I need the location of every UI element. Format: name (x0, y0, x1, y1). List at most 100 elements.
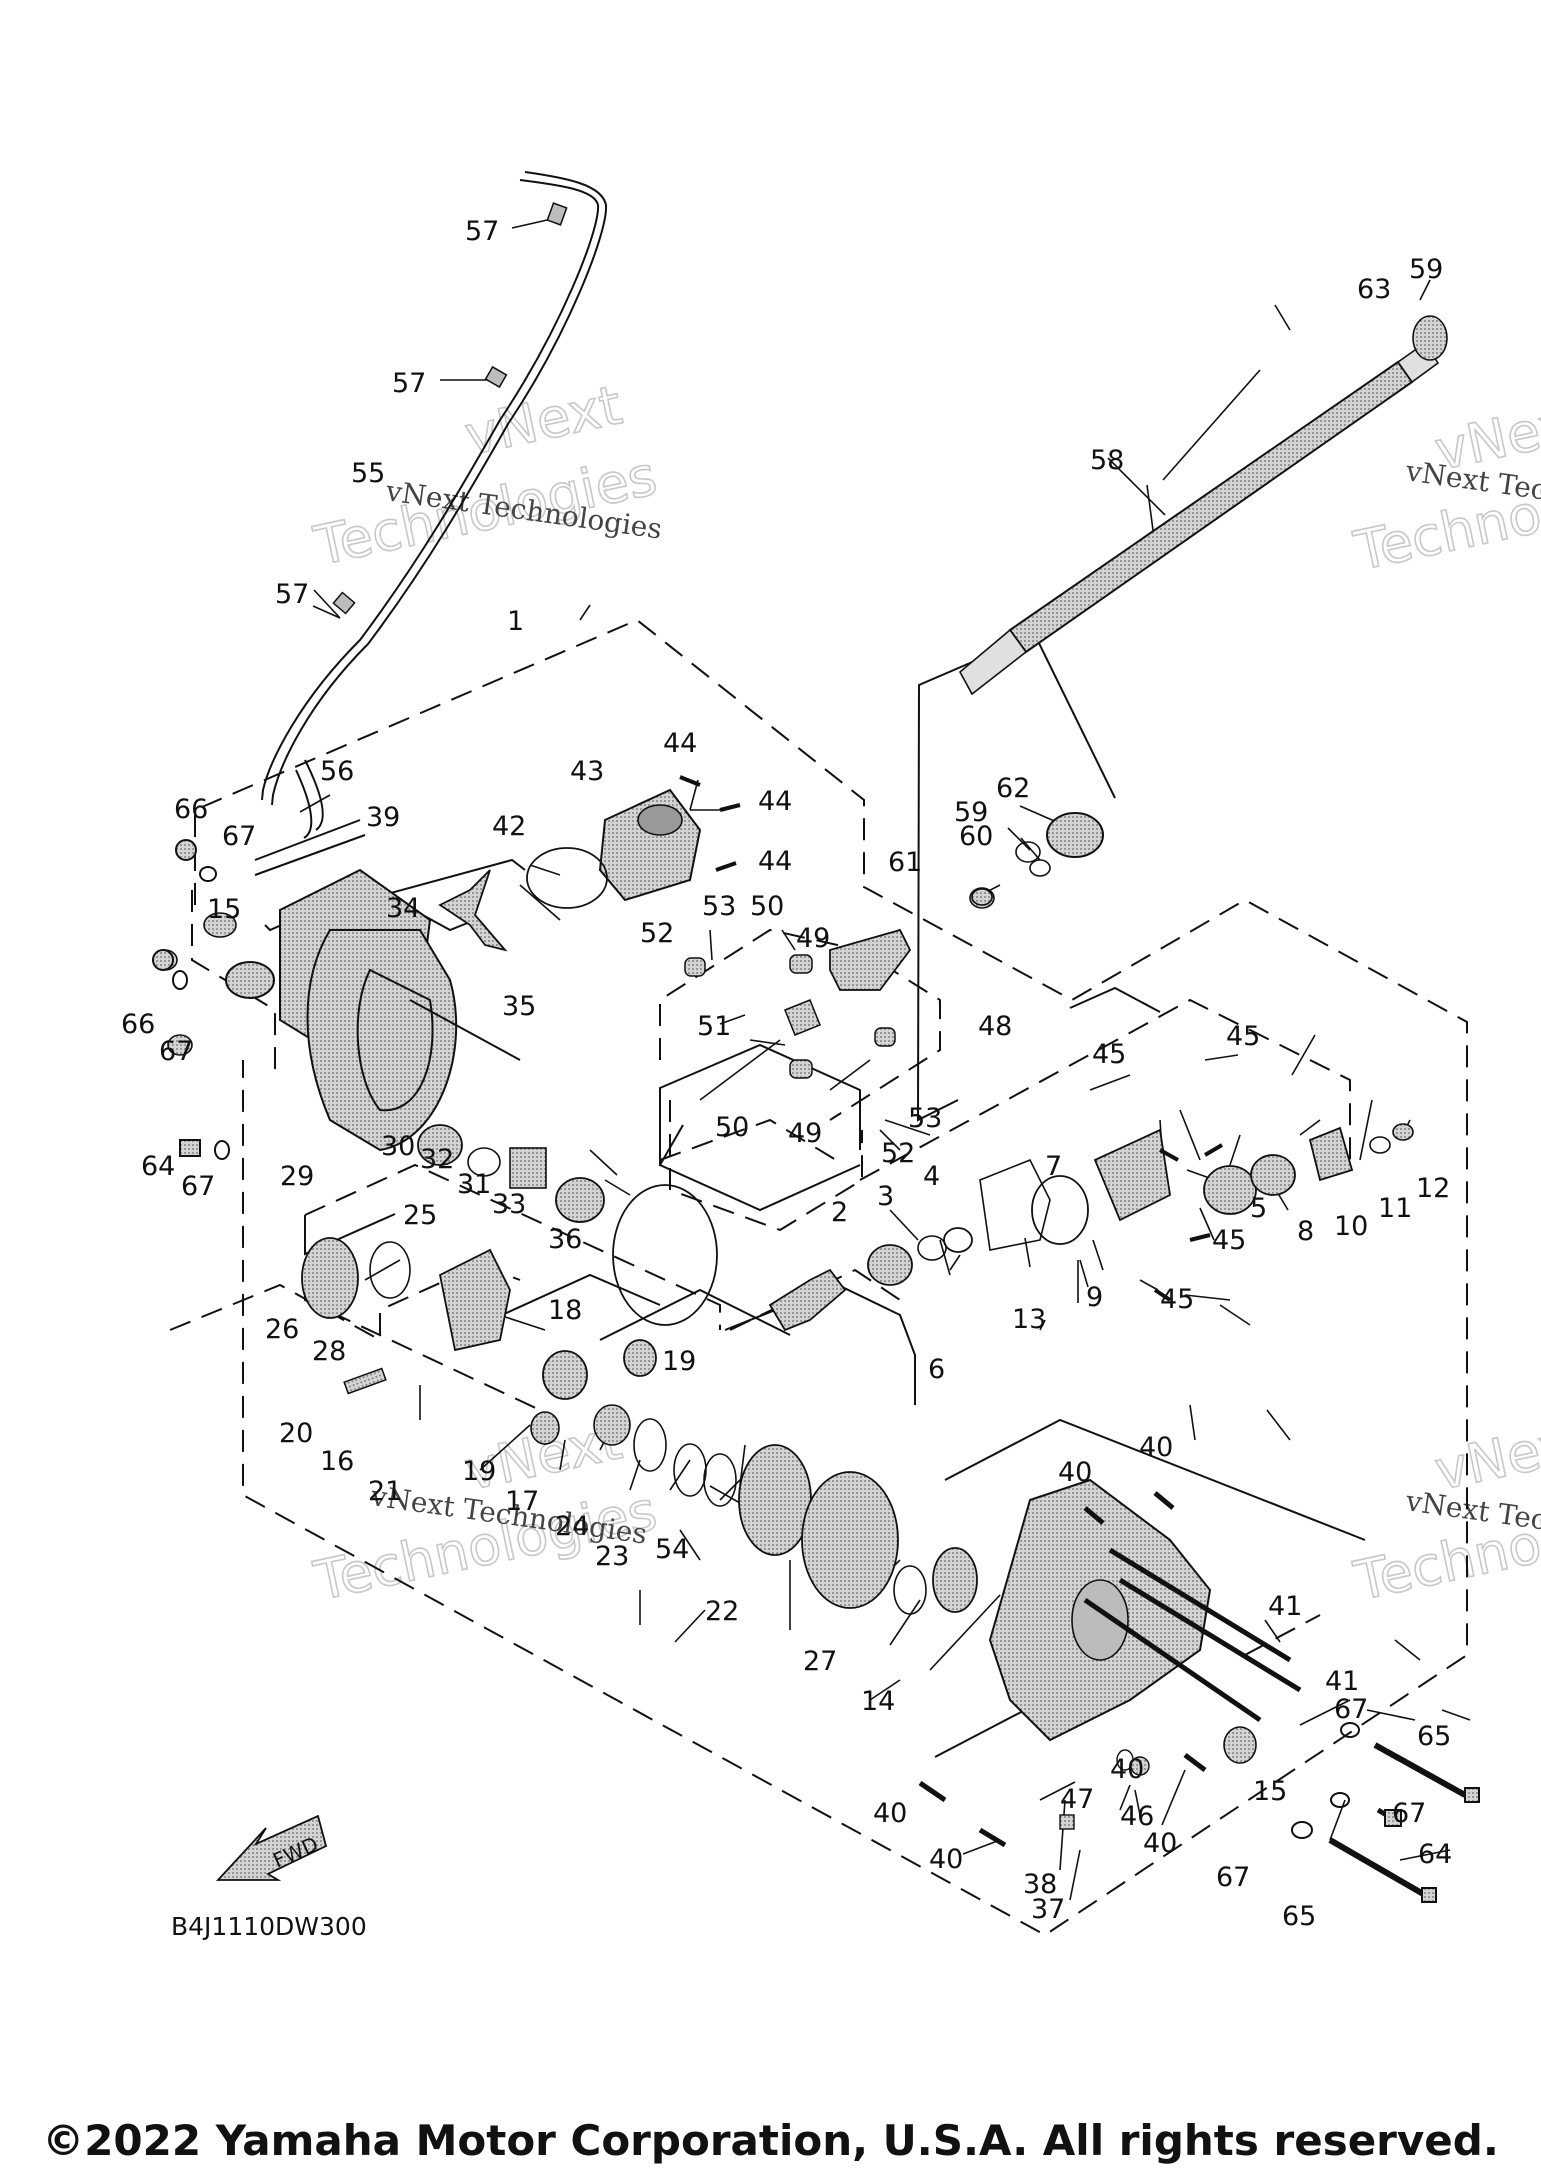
part-callout: 9 (1086, 1282, 1103, 1313)
part-callout: 42 (492, 811, 526, 842)
front-housing (152, 868, 458, 1152)
shift-fork (409, 869, 521, 1061)
fork-group-line (364, 858, 526, 901)
part-callout: 6 (928, 1354, 945, 1385)
spider-link-line (658, 1124, 861, 1212)
hose-clamps (332, 202, 568, 615)
part-callout: 56 (320, 756, 354, 787)
part-callout: 29 (280, 1161, 314, 1192)
spider-outline (669, 1100, 863, 1232)
part-callout: 35 (502, 991, 536, 1022)
part-callout: 31 (457, 1169, 491, 1200)
part-callout: 3 (877, 1181, 894, 1212)
leader-line (254, 819, 361, 861)
part-callout: 2 (831, 1197, 848, 1228)
part-callout: 48 (978, 1011, 1012, 1042)
part-callout: 14 (861, 1686, 895, 1717)
part-callout: 15 (1253, 1776, 1287, 1807)
outer-assembly-outline (194, 618, 1468, 1937)
part-callout: 57 (392, 368, 426, 399)
part-callout: 25 (403, 1200, 437, 1231)
part-callout: 66 (121, 1009, 155, 1040)
part-callout: 57 (275, 579, 309, 610)
part-callout: 67 (181, 1171, 215, 1202)
part-callout: 40 (1110, 1754, 1144, 1785)
part-callout: 21 (368, 1476, 402, 1507)
part-callout: 63 (1357, 274, 1391, 305)
bolts (152, 775, 1480, 1903)
part-callout: 1 (507, 606, 524, 637)
part-callout: 8 (1297, 1216, 1314, 1247)
part-callout: 10 (1334, 1211, 1368, 1242)
part-callout: 17 (505, 1486, 539, 1517)
part-callout: 5 (1250, 1193, 1267, 1224)
part-callout: 53 (908, 1103, 942, 1134)
part-callout: 59 (1409, 254, 1443, 285)
part-callout: 67 (159, 1036, 193, 1067)
part-callout: 45 (1226, 1021, 1260, 1052)
part-callout: 40 (929, 1844, 963, 1875)
part-callout: 54 (655, 1534, 689, 1565)
pinion-cover-link-line (1069, 986, 1161, 1013)
breather-hose (261, 171, 608, 839)
part-callout: 49 (796, 923, 830, 954)
copyright-notice: ©2022 Yamaha Motor Corporation, U.S.A. A… (42, 2116, 1499, 2165)
yoke-group-line (659, 1043, 861, 1165)
leader-lines (299, 217, 1471, 1901)
differential-line (599, 1288, 791, 1341)
part-callout: 30 (381, 1131, 415, 1162)
part-callout: 45 (1092, 1039, 1126, 1070)
part-callout: 45 (1212, 1225, 1246, 1256)
part-callout: 4 (923, 1161, 940, 1192)
part-callout: 49 (788, 1118, 822, 1149)
part-callout: 53 (702, 891, 736, 922)
part-callout: 41 (1325, 1666, 1359, 1697)
part-callout: 16 (320, 1446, 354, 1477)
part-callout: 60 (959, 821, 993, 852)
part-callout: 37 (1031, 1894, 1065, 1925)
part-callout: 51 (697, 1011, 731, 1042)
part-callout: 47 (1060, 1784, 1094, 1815)
part-callout: 33 (492, 1189, 526, 1220)
ring-gear-outline (729, 1268, 901, 1331)
diff-group-line (304, 1213, 396, 1256)
part-callout: 32 (420, 1144, 454, 1175)
part-callout: 67 (222, 821, 256, 852)
part-callout: 40 (1139, 1432, 1173, 1463)
part-callout: 62 (996, 773, 1030, 804)
forward-arrow: FWD (215, 1814, 328, 1881)
part-callout: 58 (1090, 445, 1124, 476)
part-callout: 23 (595, 1541, 629, 1572)
part-callout: 13 (1012, 1304, 1046, 1335)
part-callout: 40 (1058, 1457, 1092, 1488)
diff-outline (304, 1163, 721, 1330)
part-callout: 27 (803, 1646, 837, 1677)
part-callout: 12 (1416, 1173, 1450, 1204)
part-callout: 44 (758, 846, 792, 877)
part-callout: 67 (1392, 1798, 1426, 1829)
part-callout: 22 (705, 1596, 739, 1627)
yoke-assembly (684, 888, 993, 1079)
part-callout: 34 (386, 893, 420, 924)
differential-parts (301, 1237, 978, 1615)
clutch-parts (417, 1124, 718, 1326)
part-callout: 24 (555, 1511, 589, 1542)
part-callout: 44 (663, 728, 697, 759)
part-callout: 52 (881, 1138, 915, 1169)
clutch-link-line (479, 1273, 661, 1326)
part-callout: 59 (954, 797, 988, 828)
part-callout: 61 (888, 847, 922, 878)
pinion-and-bearings (768, 1123, 1414, 1332)
part-callout: 57 (465, 216, 499, 247)
part-callout: 66 (174, 794, 208, 825)
part-callout: 11 (1378, 1193, 1412, 1224)
part-callout: 19 (462, 1456, 496, 1487)
part-callout: 7 (1045, 1151, 1062, 1182)
part-callout: 67 (1216, 1862, 1250, 1893)
part-callout: 64 (141, 1151, 175, 1182)
part-callout: 28 (312, 1336, 346, 1367)
drawing-code: B4J1110DW300 (171, 1912, 367, 1941)
part-callout: 64 (1418, 1839, 1452, 1870)
pinion-cover-outline (859, 998, 1351, 1181)
